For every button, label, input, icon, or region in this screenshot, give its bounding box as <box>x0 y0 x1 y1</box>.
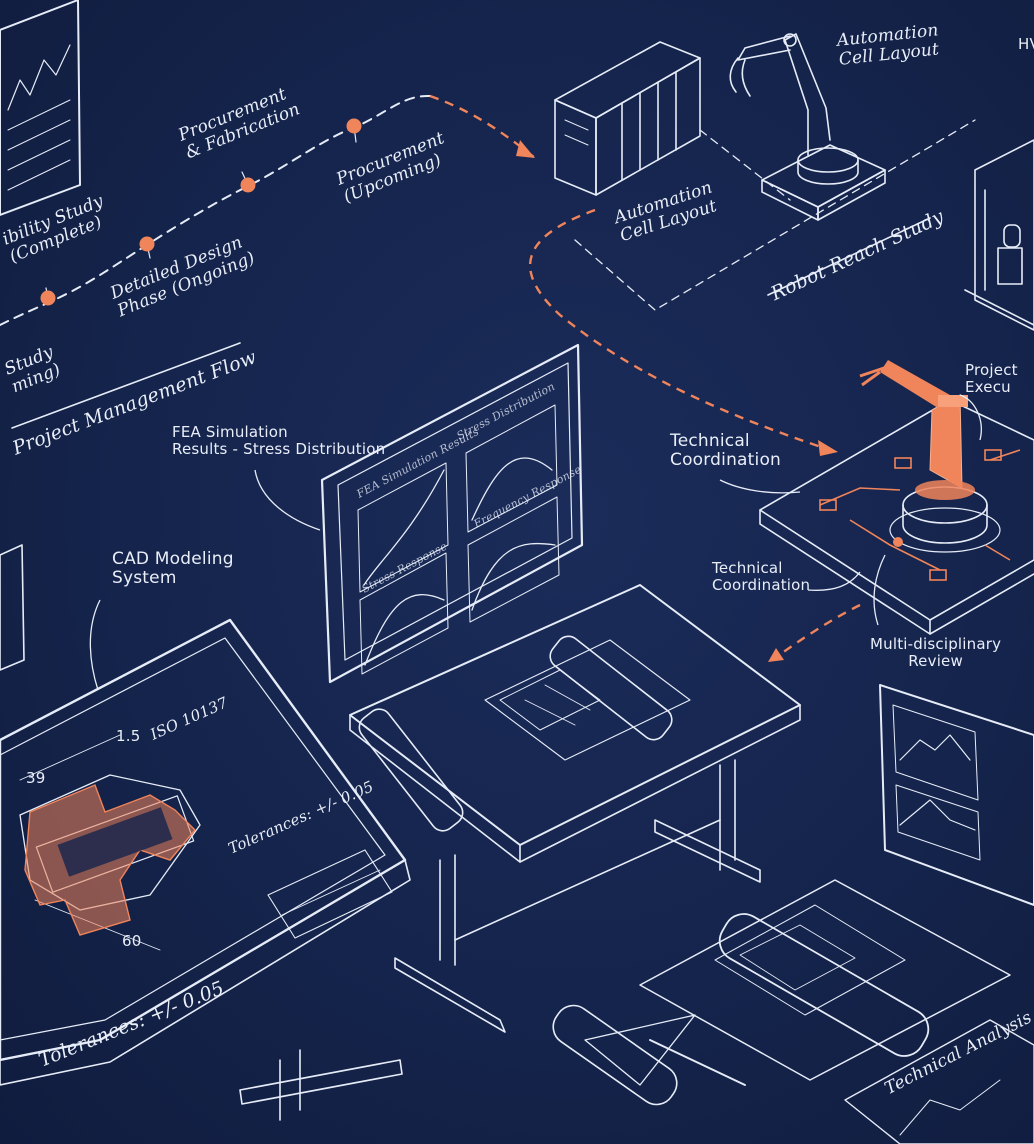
cad-modeling-system-label: CAD Modeling System <box>112 549 234 589</box>
hv-cutoff-label: HV <box>1018 35 1034 53</box>
robot-arm-top <box>729 33 886 221</box>
automation-cell-floor <box>574 119 976 311</box>
left-edge-panel <box>0 544 25 671</box>
analysis-monitor <box>879 684 1034 906</box>
workcell-node <box>893 537 903 547</box>
workcell-circuit <box>819 449 1021 581</box>
coordination-arrow-path <box>528 208 831 452</box>
robot-arm-orange <box>859 360 975 500</box>
reach-study-underline <box>767 217 931 296</box>
orange-accents <box>24 94 1021 936</box>
review-arrow-head <box>768 648 784 662</box>
dimension-60: 60 <box>122 932 142 950</box>
flow-arrow-head <box>516 140 535 158</box>
leader-lines <box>89 394 982 691</box>
project-flow-path <box>0 94 431 326</box>
project-execution-label: Project Execu <box>965 361 1018 396</box>
dimension-39: 39 <box>26 769 46 787</box>
cad-part-highlight <box>24 784 196 936</box>
technical-coordination-label-1: Technical Coordination <box>670 431 782 471</box>
fea-monitor <box>320 343 584 684</box>
wall-chart <box>0 0 81 216</box>
technical-coordination-label-2: Technical Coordination <box>712 559 811 594</box>
drafting-table <box>349 584 801 1033</box>
milestone-dot-feasibility <box>40 290 56 306</box>
multidisciplinary-review-label: Multi-disciplinary Review <box>870 635 1002 670</box>
milestone-dot-procurement <box>346 118 362 134</box>
coordination-arrow-head <box>818 440 838 456</box>
milestone-dot-fabrication <box>240 177 256 193</box>
server-rack <box>554 41 701 196</box>
fea-simulation-label: FEA Simulation Results - Stress Distribu… <box>172 423 386 458</box>
electrical-cabinet <box>964 139 1034 331</box>
milestone-dot-detailed-design <box>139 236 155 252</box>
dimension-1-5: 1.5 <box>116 727 141 745</box>
blueprint-roll-floor <box>552 879 1034 1144</box>
robot-workcell-platform <box>759 399 1034 635</box>
review-arrow-path <box>774 603 861 659</box>
flow-title-underline <box>11 342 241 429</box>
